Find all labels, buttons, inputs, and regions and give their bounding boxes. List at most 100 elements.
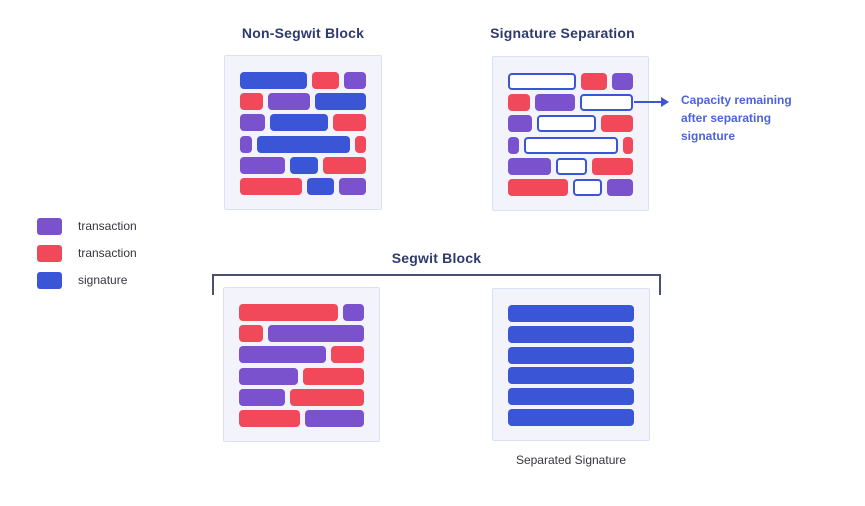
red-transaction-bar (239, 325, 264, 343)
red-transaction-bar (601, 115, 633, 133)
purple-transaction-bar (508, 115, 533, 133)
purple-transaction-bar (508, 136, 520, 154)
freed-capacity-bar (579, 94, 634, 112)
red-transaction-bar (591, 157, 633, 175)
purple-transaction-bar (338, 177, 366, 195)
red-transaction-bar (322, 156, 366, 174)
purple-transaction-bar (342, 304, 364, 321)
signature-bar (290, 156, 318, 174)
purple-transaction-swatch (37, 218, 62, 235)
block-row (508, 408, 634, 426)
purple-transaction-bar (240, 114, 266, 132)
legend-item-signature: signature (37, 272, 137, 289)
signature-bar (314, 93, 366, 111)
red-transaction-swatch (37, 245, 62, 262)
signature-separation-title: Signature Separation (490, 25, 635, 41)
red-transaction-bar (331, 346, 364, 364)
block-row (508, 305, 634, 322)
signature-bar (307, 177, 334, 195)
purple-transaction-bar (344, 72, 366, 89)
block-row (239, 409, 364, 427)
segwit-block-title: Segwit Block (391, 250, 482, 266)
segwit-transactions-block (223, 287, 380, 442)
freed-capacity-bar (537, 115, 597, 133)
purple-transaction-bar (239, 346, 327, 364)
capacity-annotation: Capacity remaining after separating sign… (681, 93, 792, 143)
legend-label: transaction (78, 246, 137, 260)
red-transaction-bar (302, 367, 364, 385)
purple-transaction-bar (240, 156, 286, 174)
red-transaction-bar (239, 409, 301, 427)
annotation-arrow-head-icon (661, 97, 669, 107)
purple-transaction-bar (239, 388, 286, 406)
block-row (240, 114, 366, 132)
block-row (508, 388, 634, 406)
purple-transaction-bar (611, 73, 633, 90)
block-row (240, 177, 366, 195)
red-transaction-bar (332, 114, 366, 132)
purple-transaction-bar (268, 325, 364, 343)
block-row (508, 73, 633, 90)
purple-transaction-bar (240, 135, 252, 153)
block-row (240, 93, 366, 111)
legend-label: signature (78, 273, 128, 287)
legend-label: transaction (78, 219, 137, 233)
block-row (240, 135, 366, 153)
separated-signature-label: Separated Signature (515, 453, 627, 467)
red-transaction-bar (290, 388, 364, 406)
block-row (240, 156, 366, 174)
block-row (508, 94, 634, 112)
signature-bar (508, 305, 634, 322)
separated-signature-block (492, 288, 650, 441)
annotation-arrow-line (634, 101, 662, 103)
purple-transaction-bar (239, 367, 298, 385)
non-segwit-block-title: Non-Segwit Block (241, 25, 365, 41)
freed-capacity-bar (508, 73, 577, 90)
signature-bar (508, 346, 634, 364)
signature-bar (508, 325, 634, 343)
block-row (508, 325, 634, 343)
legend: transaction transaction signature (37, 218, 137, 299)
purple-transaction-bar (535, 94, 575, 112)
block-row (508, 346, 634, 364)
signature-bar (270, 114, 328, 132)
block-row (239, 388, 364, 406)
purple-transaction-bar (508, 157, 552, 175)
red-transaction-bar (240, 177, 303, 195)
non-segwit-block (224, 55, 382, 210)
block-row (239, 346, 364, 364)
purple-transaction-bar (268, 93, 310, 111)
signature-swatch (37, 272, 62, 289)
red-transaction-bar (239, 304, 338, 321)
block-row (508, 115, 633, 133)
signature-bar (508, 408, 634, 426)
red-transaction-bar (355, 135, 366, 153)
legend-item-transaction-purple: transaction (37, 218, 137, 235)
segwit-bracket-left-tick (212, 274, 214, 295)
segwit-bracket-line (212, 274, 661, 276)
signature-bar (240, 72, 307, 89)
freed-capacity-bar (556, 157, 587, 175)
block-row (508, 178, 634, 196)
red-transaction-bar (508, 94, 531, 112)
block-row (508, 367, 634, 385)
block-row (240, 72, 366, 89)
block-row (508, 136, 633, 154)
red-transaction-bar (312, 72, 339, 89)
signature-bar (256, 135, 351, 153)
block-row (508, 157, 633, 175)
freed-capacity-bar (572, 178, 602, 196)
purple-transaction-bar (606, 178, 634, 196)
block-row (239, 367, 364, 385)
red-transaction-bar (622, 136, 633, 154)
freed-capacity-bar (524, 136, 618, 154)
segwit-bracket-right-tick (659, 274, 661, 295)
block-row (239, 325, 364, 343)
block-row (239, 304, 364, 321)
signature-bar (508, 367, 634, 385)
red-transaction-bar (508, 178, 568, 196)
red-transaction-bar (240, 93, 264, 111)
legend-item-transaction-red: transaction (37, 245, 137, 262)
signature-bar (508, 388, 634, 406)
